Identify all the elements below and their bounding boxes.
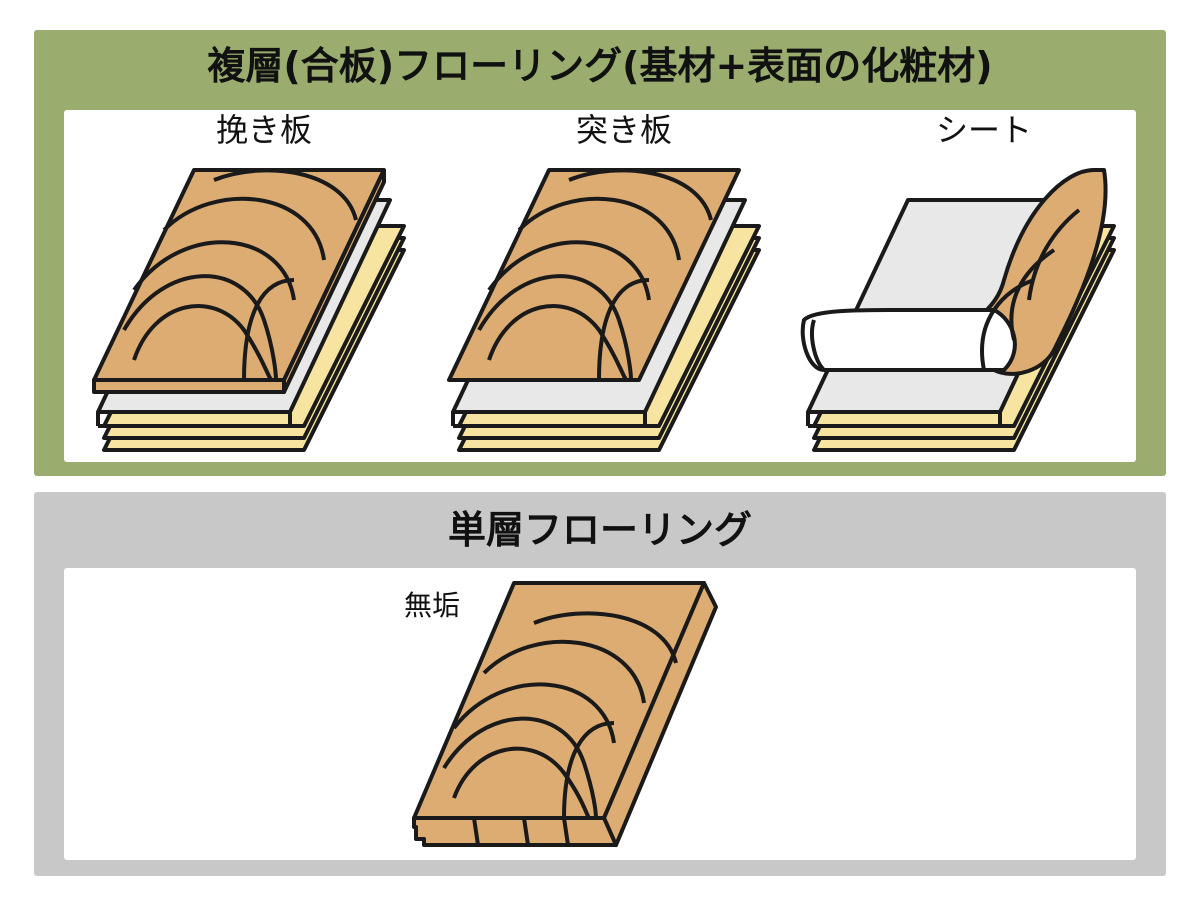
sheet-board [800, 168, 1116, 452]
single-layer-title: 単層フローリング [447, 508, 752, 552]
single-layer-content: 無垢 [64, 568, 1136, 860]
multi-layer-content: 挽き板 突き板 シート [64, 110, 1136, 462]
multi-layer-title: 複層(合板)フローリング(基材+表面の化粧材) [207, 44, 993, 88]
hikiita-board [92, 168, 406, 452]
muku-board [412, 581, 718, 847]
label-sheet: シート [936, 111, 1033, 149]
multi-layer-flooring-panel: 複層(合板)フローリング(基材+表面の化粧材) [34, 30, 1166, 476]
tsukiita-board [447, 168, 761, 452]
label-hikiita: 挽き板 [216, 111, 313, 149]
label-tsukiita: 突き板 [576, 111, 673, 149]
single-layer-illustrations [412, 581, 718, 847]
label-muku: 無垢 [404, 589, 461, 622]
multi-layer-illustrations [92, 168, 1116, 452]
single-layer-flooring-panel: 単層フローリング 無垢 [34, 492, 1166, 876]
